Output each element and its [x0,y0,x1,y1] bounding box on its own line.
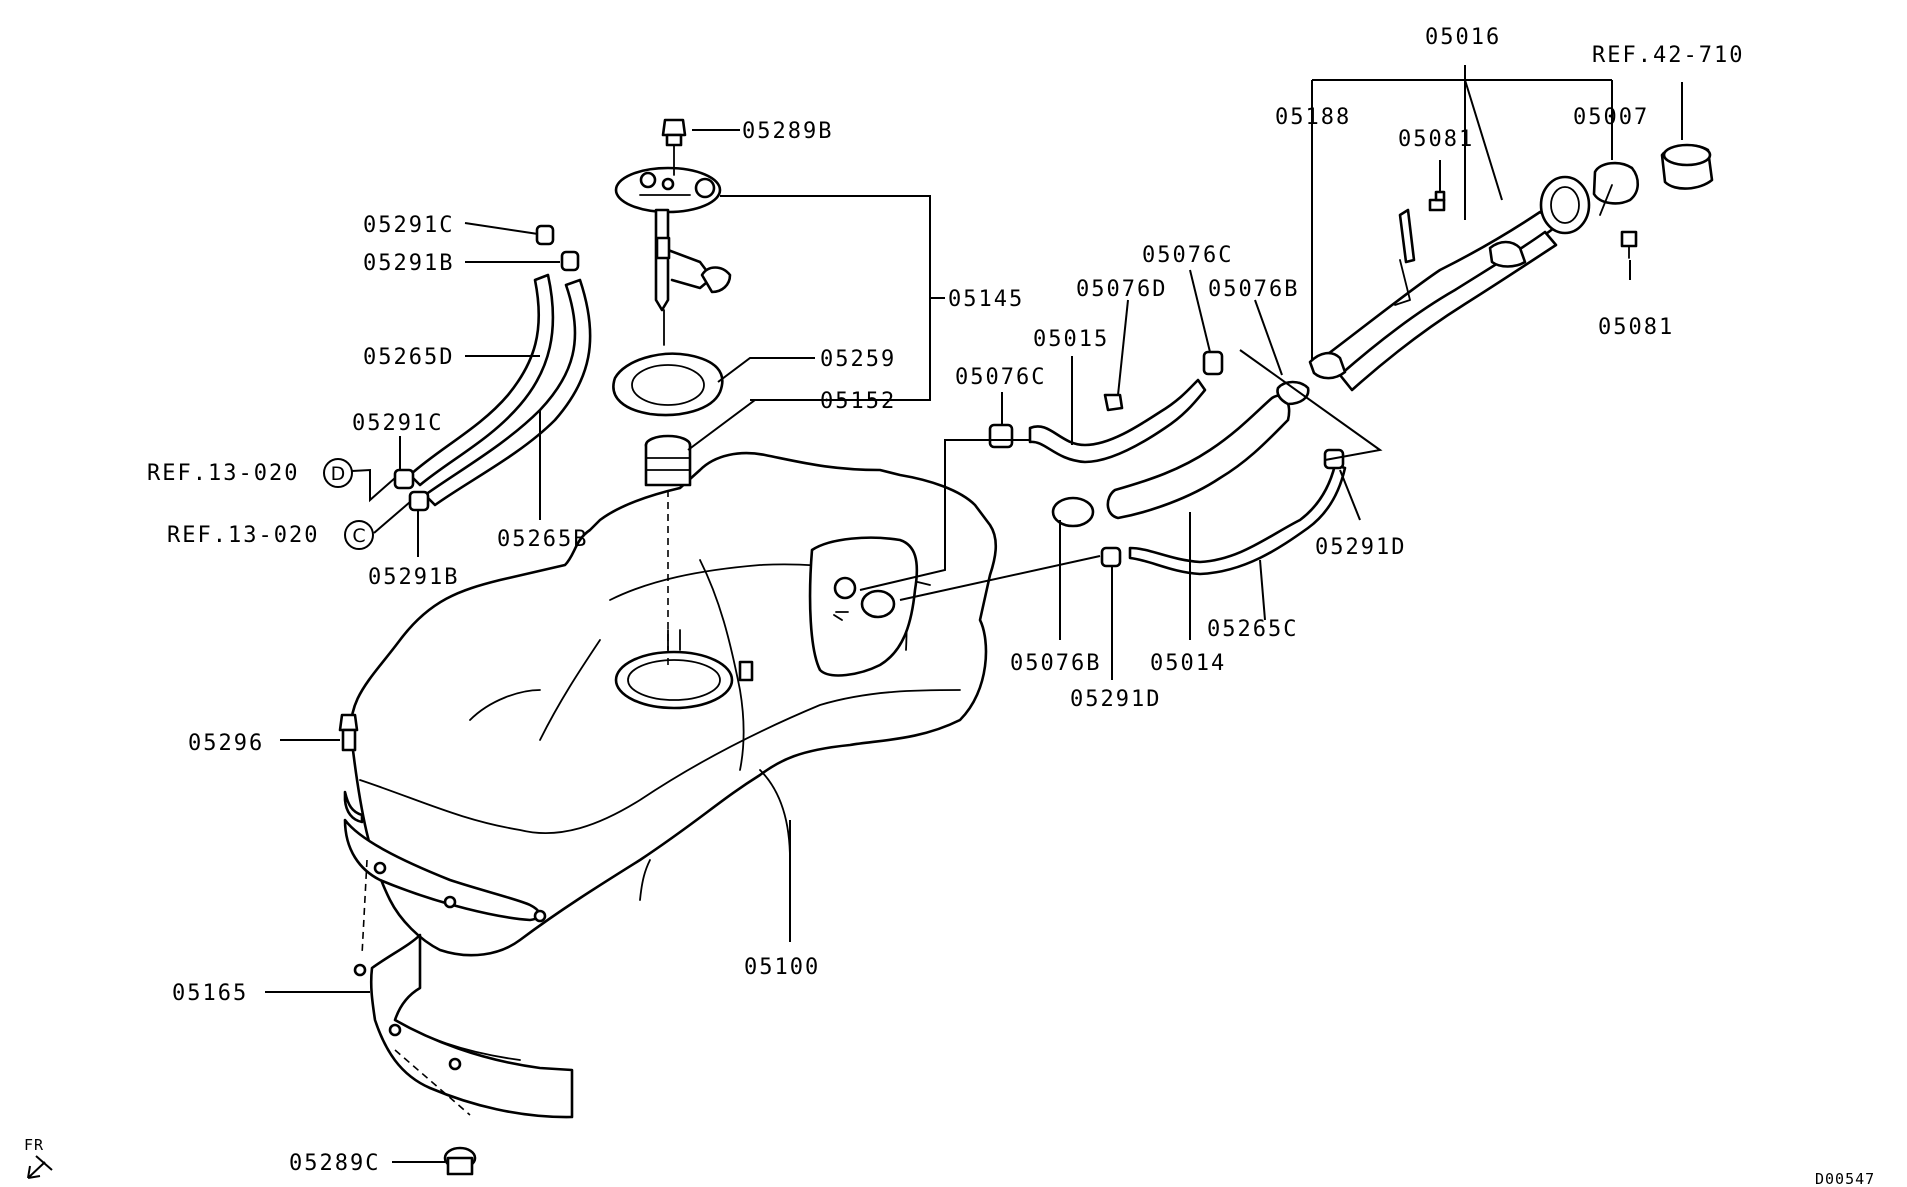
bolt-05296[interactable] [338,713,359,752]
label-05291B-top: 05291B [363,251,454,276]
label-05265C: 05265C [1207,617,1298,642]
label-05076D: 05076D [1076,277,1167,302]
label-05289C: 05289C [289,1151,380,1176]
label-05016: 05016 [1425,25,1501,50]
label-05165: 05165 [172,981,248,1006]
label-05076C-right: 05076C [1142,243,1233,268]
label-05259: 05259 [820,347,896,372]
label-05291C-lower: 05291C [352,411,443,436]
label-ref-13-020-d: REF.13-020 [147,461,299,486]
fr-label: FR [24,1136,44,1154]
clamp-05076B-bottom[interactable] [1051,496,1095,528]
label-ref-42-710: REF.42-710 [1592,43,1744,68]
label-05188: 05188 [1275,105,1351,130]
filler-gasket[interactable] [1592,161,1640,216]
label-05291D-lower: 05291D [1070,687,1161,712]
label-05007: 05007 [1573,105,1649,130]
label-05076B-top: 05076B [1208,277,1299,302]
grommet-05289C[interactable] [443,1146,477,1176]
fuel-cap[interactable] [1660,143,1714,190]
label-05081-right: 05081 [1598,315,1674,340]
label-05291C-top: 05291C [363,213,454,238]
label-05081-left: 05081 [1398,127,1474,152]
hose-clamp-top[interactable] [535,224,580,272]
part-labels: 05016 REF.42-710 05188 05081 05007 05081… [147,25,1744,1176]
label-ref-13-020-c: REF.13-020 [167,523,319,548]
hose-05265C[interactable] [1128,463,1347,576]
fr-arrow-icon [27,1155,53,1179]
clamp-05076D[interactable] [1103,393,1124,412]
front-direction-indicator: FR [24,1136,53,1179]
circle-ref-d-letter: D [331,463,346,485]
fuel-pump-module[interactable] [614,166,732,346]
circle-ref-c-letter: C [352,525,365,547]
label-05076B-bottom: 05076B [1010,651,1101,676]
clamp-05076C-left[interactable] [988,423,1014,449]
label-05289B: 05289B [742,119,833,144]
leader-lines [265,65,1683,1163]
label-05076C-left: 05076C [955,365,1046,390]
bolt-05289B[interactable] [661,118,687,176]
clamp-05291D-lower[interactable] [1100,546,1122,568]
bolt-05081-right[interactable] [1620,230,1638,259]
circle-ref-d [323,458,353,488]
label-05291B-lower: 05291B [368,565,459,590]
clamp-05076C-right[interactable] [1202,350,1224,376]
circle-ref-c [344,520,374,550]
filler-neck[interactable] [1308,175,1591,392]
label-05265B: 05265B [497,527,588,552]
label-05296: 05296 [188,731,264,756]
label-05265D: 05265D [363,345,454,370]
label-05291D-upper: 05291D [1315,535,1406,560]
label-05014: 05014 [1150,651,1226,676]
hose-05015[interactable] [1028,378,1207,464]
label-05015: 05015 [1033,327,1109,352]
hose-05265B[interactable] [423,278,592,507]
hose-05265D[interactable] [408,273,555,487]
pump-gasket[interactable] [612,352,724,417]
hose-05014[interactable] [1106,394,1291,520]
diagram-code: D00547 [1815,1170,1875,1187]
fuel-tank[interactable] [343,451,998,957]
heat-protector[interactable] [353,859,574,1119]
clamp-05076B-top[interactable] [1276,380,1310,406]
bolt-05081-left[interactable] [1428,190,1446,212]
fuel-pump-filter[interactable] [644,434,692,670]
label-05152: 05152 [820,389,896,414]
label-05100: 05100 [744,955,820,980]
label-05145: 05145 [948,287,1024,312]
